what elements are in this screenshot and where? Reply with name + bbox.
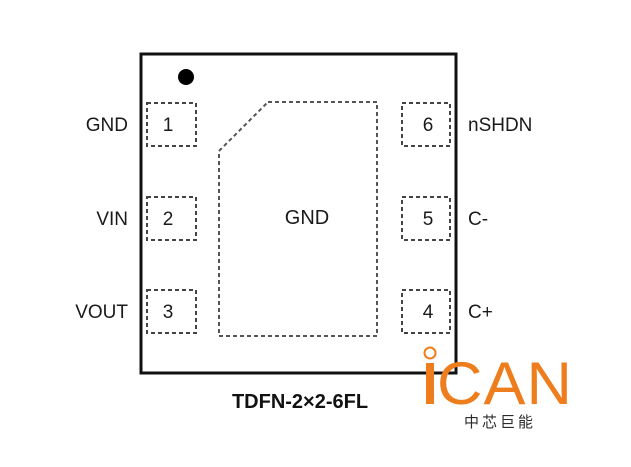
pin-pad-1 — [146, 102, 197, 147]
pin-number-2: 2 — [163, 209, 174, 230]
exposed-pad — [218, 101, 378, 337]
package-name: TDFN-2×2-6FL — [232, 391, 368, 413]
pin-number-5: 5 — [423, 209, 434, 230]
pin-pad-5 — [401, 196, 451, 241]
pin-pad-3 — [146, 289, 197, 334]
pin-name-5: C- — [468, 209, 488, 230]
ican-logo: CAN 中芯巨能 — [423, 346, 573, 431]
pin-name-2: VIN — [96, 209, 128, 230]
pin-name-3: VOUT — [75, 302, 128, 323]
logo-subtitle: 中芯巨能 — [464, 414, 536, 431]
logo-letters: CAN — [437, 350, 573, 417]
pin-number-1: 1 — [163, 115, 174, 136]
pin1-marker-dot — [178, 69, 194, 85]
pin-number-3: 3 — [163, 302, 174, 323]
pin-pad-4 — [401, 289, 451, 334]
pin-number-4: 4 — [423, 302, 434, 323]
logo-i-stem-icon — [426, 363, 434, 404]
exposed-pad-label: GND — [285, 207, 329, 229]
package-outline — [139, 52, 458, 375]
pin-pad-2 — [146, 196, 197, 241]
pin-name-6: nSHDN — [468, 115, 532, 136]
logo-i-dot-icon — [423, 346, 437, 360]
pin-pad-6 — [401, 102, 451, 147]
pin-name-1: GND — [86, 115, 128, 136]
pin-number-6: 6 — [423, 115, 434, 136]
pin-name-4: C+ — [468, 302, 493, 323]
